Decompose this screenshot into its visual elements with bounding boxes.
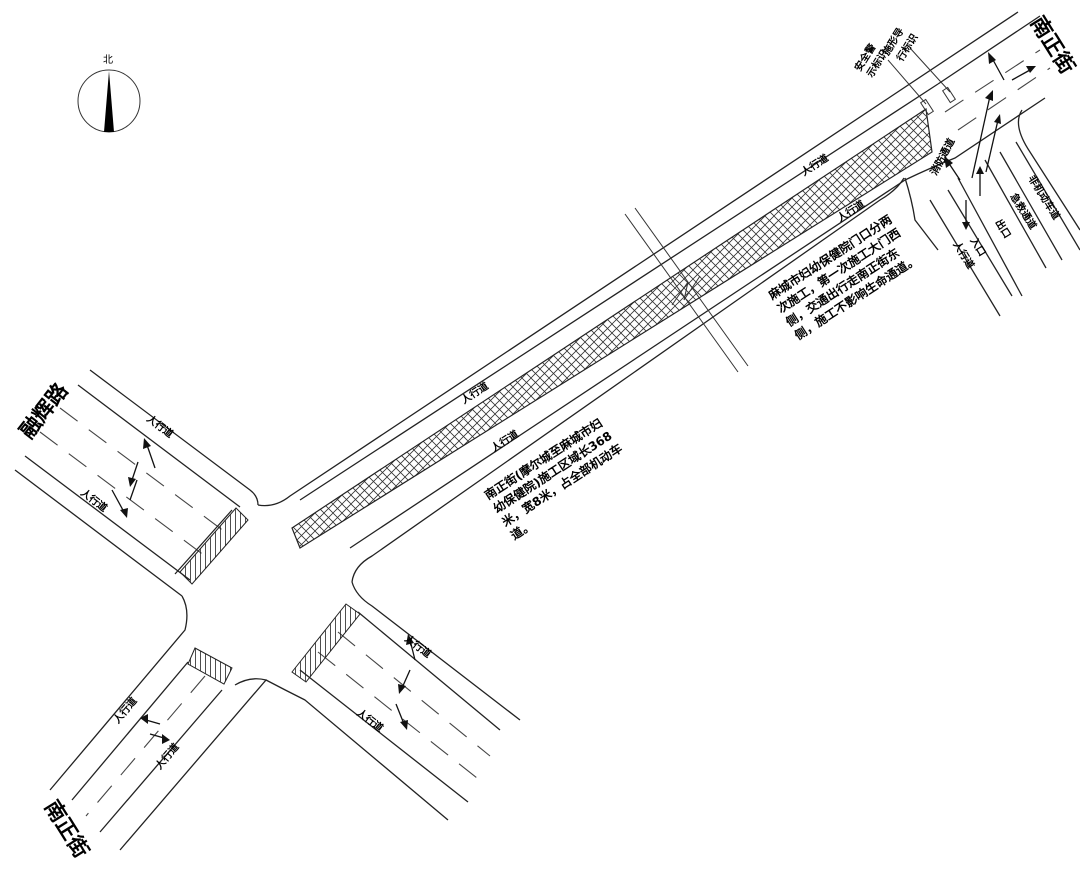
hospital-gate-area <box>888 48 1080 316</box>
gate-lane-4 <box>985 160 1046 268</box>
se-west-curb <box>266 680 448 820</box>
fire-lane-label: 消防通道 <box>927 136 957 177</box>
break-symbol <box>672 276 700 305</box>
gate-lane-3 <box>958 178 1022 296</box>
ronghui-road <box>15 370 258 596</box>
sw-crosswalk <box>188 648 232 684</box>
north-compass: 北 <box>78 54 140 132</box>
main-street-se-curb <box>352 178 904 582</box>
gate-curb-west <box>905 178 938 250</box>
gate-lane-6 <box>1016 142 1080 250</box>
sw-line-1 <box>72 662 188 800</box>
sw-east-curb <box>120 679 266 850</box>
se-line-2 <box>358 612 500 730</box>
exit-label: 出口 <box>992 217 1014 241</box>
ronghui-arrows <box>112 438 155 518</box>
guide-sign-post <box>943 87 956 102</box>
street-label-south-zheng-sw: 南正街 <box>40 796 94 862</box>
sw-line-2 <box>100 690 222 832</box>
gate-lane-1 <box>930 200 1000 316</box>
sw-arrows <box>140 714 170 744</box>
break-line-1 <box>625 214 738 372</box>
main-street-nw-curb <box>258 12 1018 506</box>
gate-lane-2 <box>948 190 1012 296</box>
break-line-2 <box>635 208 748 366</box>
construction-zone <box>292 109 932 548</box>
compass-north-label: 北 <box>103 54 113 66</box>
gate-lane-5 <box>1000 152 1062 260</box>
ronghui-lane-2 <box>40 432 205 556</box>
ronghui-south-curb <box>15 470 182 596</box>
ronghui-line-2 <box>25 456 190 580</box>
sidewalk-label-se-2: 人行道 <box>354 706 386 734</box>
main-street-nw-sidewalk-line <box>300 84 938 500</box>
se-east-curb <box>352 582 520 720</box>
sidewalk-label-sw-1: 人行道 <box>110 695 139 726</box>
street-label-rong-hui: 融辉路 <box>15 378 73 443</box>
sign-leader-1 <box>888 60 926 104</box>
sidewalk-label-se-1: 人行道 <box>402 632 434 660</box>
ronghui-line-1 <box>78 385 240 507</box>
se-lane-2 <box>338 632 490 756</box>
se-crosswalk <box>292 604 360 682</box>
southeast-road <box>266 582 520 820</box>
main-street-ne-edge-2 <box>938 16 1040 84</box>
sw-lane <box>86 676 205 816</box>
sidewalk-label-main-se-2: 人行道 <box>489 427 521 454</box>
ronghui-lane-1 <box>60 408 225 532</box>
main-street-ne-lane <box>958 68 1050 130</box>
main-street-ne-edge-1 <box>905 98 1045 180</box>
se-line-1 <box>300 670 468 802</box>
north-arrow-icon <box>104 71 114 132</box>
ronghui-north-curb <box>90 370 258 505</box>
main-street-se-sidewalk-line <box>350 180 905 548</box>
ronghui-stop-line <box>175 510 232 574</box>
sidewalk-label-sw-2: 人行道 <box>152 741 181 772</box>
main-street-ne-lane-2 <box>945 50 1040 112</box>
entrance-label: 入口 <box>967 235 988 258</box>
ronghui-crosswalk <box>180 508 248 584</box>
work-zone-note: 南正街(摩尔城至麻城市妇 幼保健院)施工区域长368 米，宽8米，占全部机动车 … <box>481 415 624 543</box>
sign-leader-2 <box>910 48 950 92</box>
sw-west-curb <box>50 596 187 790</box>
sidewalk-label-ronghui-1: 人行道 <box>144 412 176 440</box>
gate-curb-east <box>1018 110 1080 230</box>
gate-arrows <box>944 52 1036 230</box>
emergency-lane-label: 急救通道 <box>1007 191 1039 232</box>
main-street <box>258 12 1050 582</box>
se-arrows <box>396 634 415 730</box>
southzheng-sw-road <box>50 596 266 850</box>
